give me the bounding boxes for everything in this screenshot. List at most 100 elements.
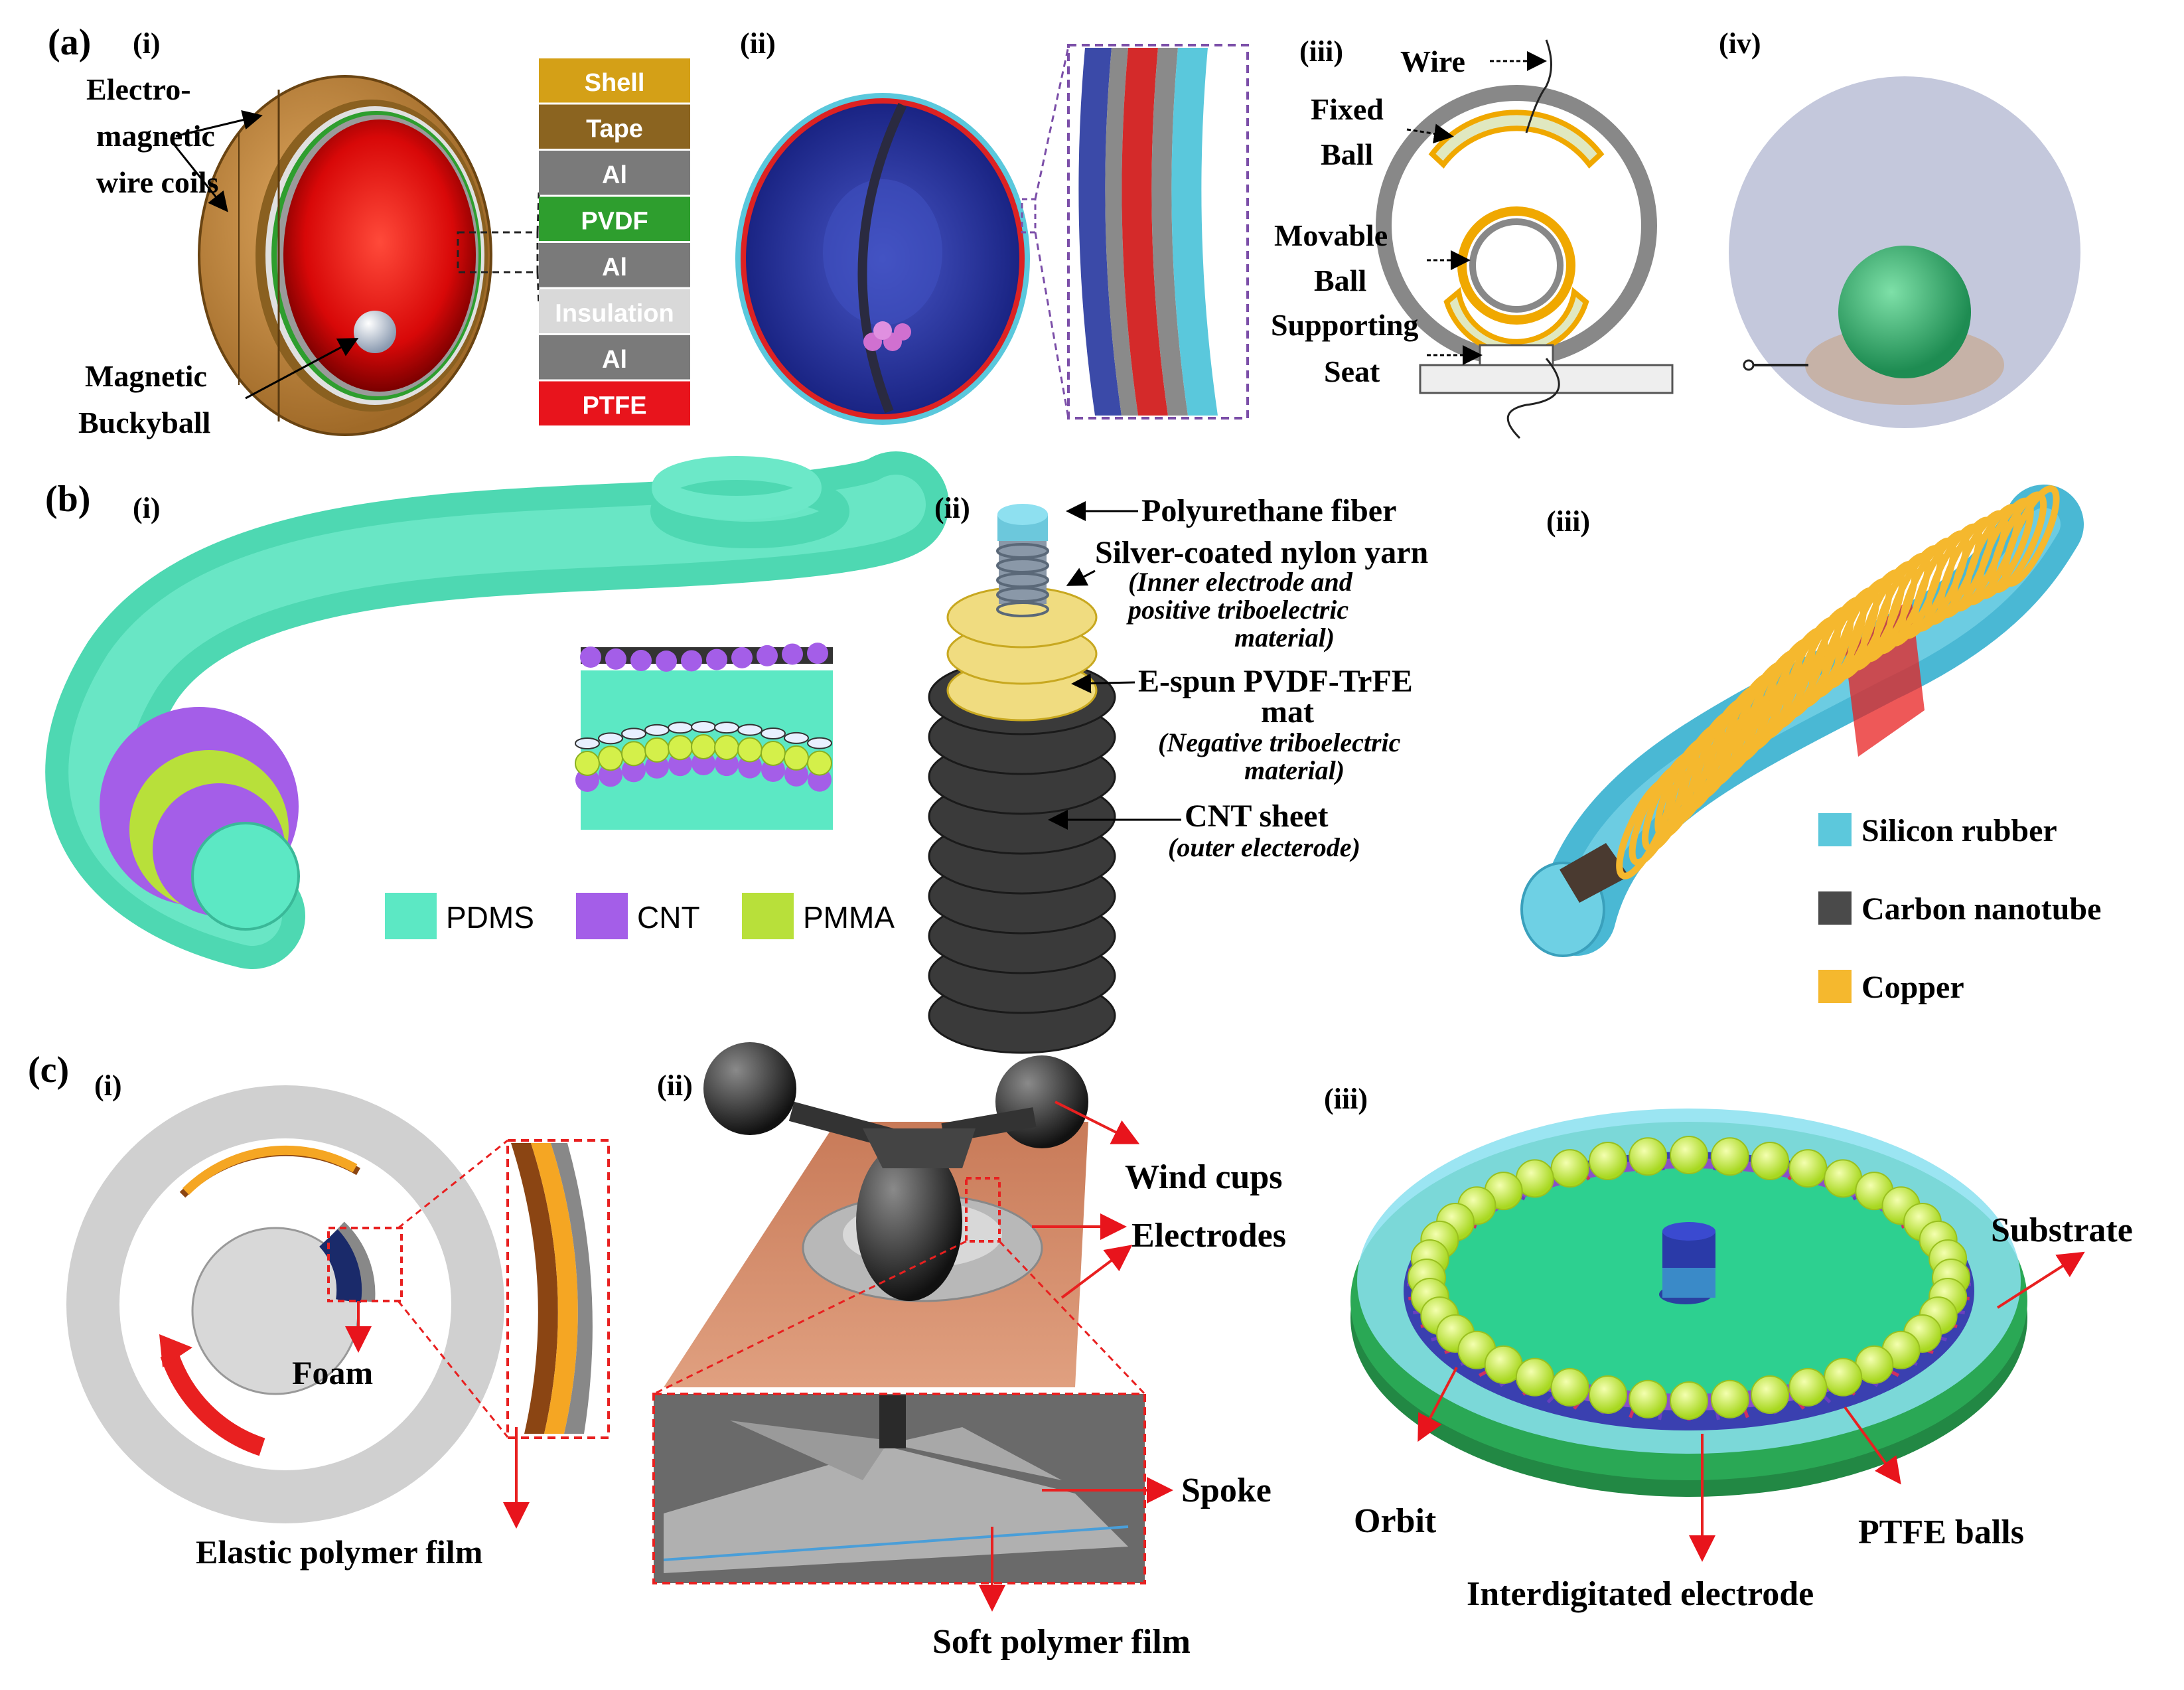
yarn-turn bbox=[996, 601, 1049, 617]
a-i-sphere bbox=[198, 75, 492, 436]
cnt-sub-label: (outer electerode) bbox=[1168, 832, 1360, 862]
copper-ring bbox=[2002, 485, 2060, 587]
a-ii-zoom-box bbox=[1067, 44, 1249, 420]
pdms-particle bbox=[621, 728, 646, 740]
cnt-particle bbox=[807, 643, 828, 664]
cnt-particle bbox=[605, 648, 626, 670]
cnt-label: CNT sheet bbox=[1185, 799, 1328, 834]
pdms-particle bbox=[668, 722, 693, 734]
ptfe-ball bbox=[1710, 1137, 1749, 1176]
c-ii-zoom-src bbox=[965, 1177, 1001, 1243]
legend-label: Copper bbox=[1861, 970, 1964, 1005]
ptfe-ball bbox=[1824, 1357, 1863, 1397]
panel-a-ii-label: (ii) bbox=[740, 27, 776, 60]
layer-label: Shell bbox=[585, 69, 645, 97]
panel-b-letter: (b) bbox=[45, 479, 90, 520]
foam-label: Foam bbox=[292, 1354, 373, 1391]
seat-label-line1: Supporting bbox=[1271, 308, 1418, 342]
cnt-particle bbox=[681, 650, 702, 672]
c-ii-inset-spokes bbox=[663, 1395, 1129, 1573]
pdms-particle bbox=[784, 731, 809, 744]
ptfe-ball bbox=[1629, 1137, 1668, 1176]
seat-label-line2: Seat bbox=[1324, 354, 1380, 388]
pdms-particle bbox=[644, 724, 670, 736]
legend-label: Carbon nanotube bbox=[1861, 891, 2101, 927]
panel-a-iii-label: (iii) bbox=[1299, 35, 1343, 68]
orbit-label: Orbit bbox=[1354, 1502, 1437, 1540]
c-ii-device bbox=[664, 1042, 1088, 1387]
layer-block bbox=[539, 151, 690, 195]
buckyball-label-line2: Buckyball bbox=[78, 406, 210, 439]
cnt-particle bbox=[782, 643, 803, 665]
interdigitated-electrode-label: Interdigitated electrode bbox=[1467, 1575, 1814, 1613]
fixed-ball-label-line2: Ball bbox=[1321, 137, 1373, 171]
layer-block bbox=[539, 104, 690, 149]
ptfe-ball bbox=[1588, 1375, 1627, 1414]
layer-label: Al bbox=[602, 346, 627, 374]
pmma-particle bbox=[737, 737, 763, 763]
yarn-sub-line3: material) bbox=[1234, 623, 1335, 653]
panel-c-letter: (c) bbox=[28, 1049, 69, 1091]
layer-block bbox=[539, 243, 690, 287]
wind-cups-label: Wind cups bbox=[1125, 1158, 1283, 1196]
pmma-particle bbox=[598, 745, 623, 771]
layer-label: PTFE bbox=[582, 392, 646, 420]
legend-swatch bbox=[385, 893, 437, 939]
legend-swatch bbox=[1818, 813, 1852, 846]
yarn-sub-line1: (Inner electrode and bbox=[1128, 567, 1353, 597]
ptfe-balls-label: PTFE balls bbox=[1858, 1513, 2024, 1551]
panel-c-i-label: (i) bbox=[94, 1069, 122, 1102]
pdms-particle bbox=[598, 732, 623, 745]
a-ii-sphere bbox=[735, 93, 1037, 425]
legend-label: PDMS bbox=[446, 900, 534, 935]
ptfe-ball bbox=[1588, 1142, 1627, 1181]
mat-label-line2: mat bbox=[1261, 694, 1314, 730]
b-ii-fiber-stack bbox=[928, 504, 1116, 1054]
substrate-label: Substrate bbox=[1991, 1211, 2133, 1249]
cnt-particle bbox=[656, 650, 677, 672]
cnt-particle bbox=[580, 647, 601, 668]
pmma-particle bbox=[714, 735, 739, 761]
pmma-particle bbox=[784, 745, 809, 771]
coils-label-line3: wire coils bbox=[96, 165, 218, 199]
c-i-zoom-layers bbox=[511, 1143, 593, 1434]
movable-ball-label-line1: Movable bbox=[1274, 218, 1388, 252]
buckyball-label-line1: Magnetic bbox=[85, 359, 207, 393]
fiber-label: Polyurethane fiber bbox=[1141, 493, 1396, 528]
cnt-particle bbox=[706, 649, 727, 670]
legend-swatch bbox=[1818, 970, 1852, 1003]
ptfe-ball bbox=[1550, 1367, 1589, 1407]
wire-label: Wire bbox=[1400, 44, 1465, 78]
cnt-particle bbox=[731, 647, 753, 668]
b-iii-copper-coil bbox=[1616, 485, 2060, 880]
layer-block bbox=[539, 289, 690, 333]
ptfe-ball bbox=[1550, 1149, 1589, 1188]
ptfe-ball bbox=[1751, 1375, 1790, 1414]
fixed-ball-label-line1: Fixed bbox=[1311, 92, 1384, 126]
b-i-fiber bbox=[45, 451, 949, 969]
c-iii-device bbox=[1350, 1109, 2027, 1497]
ptfe-ball bbox=[1629, 1379, 1668, 1419]
panel-a-i-label: (i) bbox=[133, 27, 161, 60]
mat-sub-line2: material) bbox=[1244, 755, 1345, 785]
panel-b-ii-label: (ii) bbox=[934, 492, 970, 524]
b-i-inset-particles bbox=[575, 643, 832, 792]
ptfe-ball bbox=[1515, 1357, 1554, 1397]
layer-label: PVDF bbox=[581, 207, 648, 235]
a-iii-diagram bbox=[1376, 39, 1674, 439]
panel-c-ii-label: (ii) bbox=[657, 1069, 693, 1102]
spoke-label: Spoke bbox=[1181, 1472, 1272, 1509]
panel-a-iv-label: (iv) bbox=[1719, 27, 1761, 60]
panel-b-i-label: (i) bbox=[133, 492, 161, 524]
cnt-particle bbox=[630, 650, 652, 672]
legend-label: PMMA bbox=[803, 900, 895, 935]
pmma-particle bbox=[668, 735, 693, 761]
layer-block bbox=[539, 196, 690, 241]
layer-label: Insulation bbox=[555, 299, 674, 327]
elastic-film-label: Elastic polymer film bbox=[196, 1533, 482, 1571]
layer-label: Tape bbox=[586, 115, 643, 143]
layer-block bbox=[539, 381, 690, 425]
